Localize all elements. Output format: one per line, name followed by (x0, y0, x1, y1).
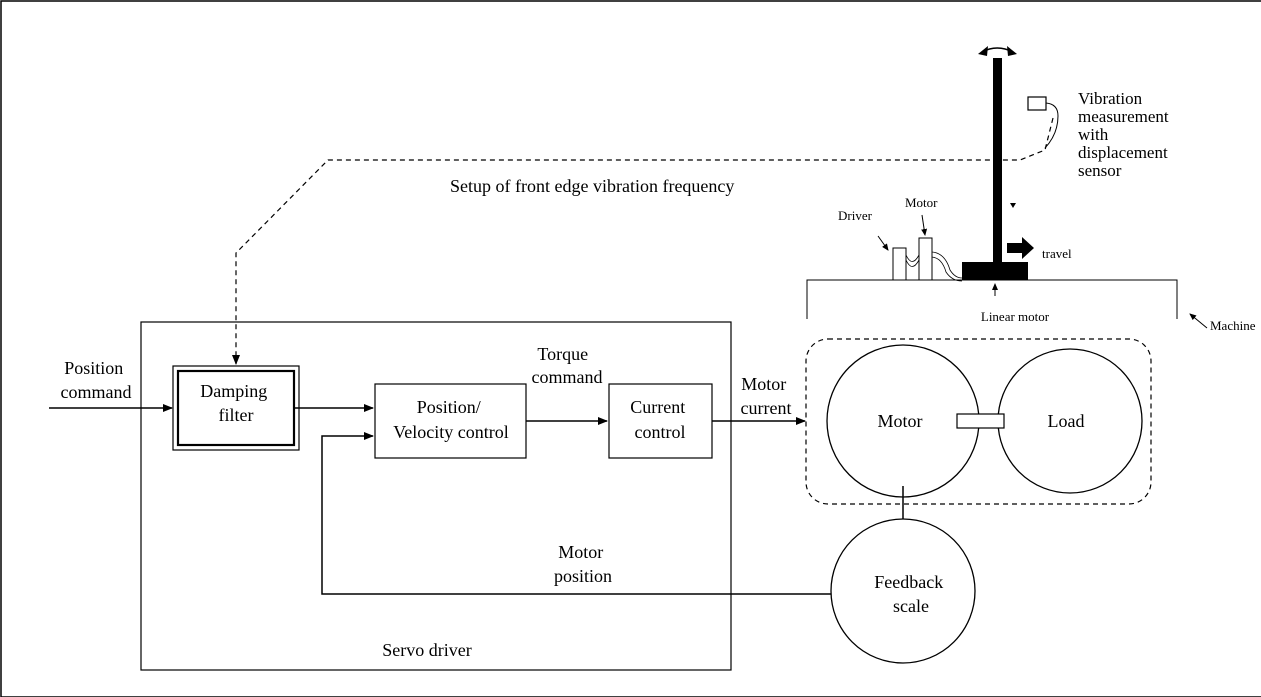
machine-motor-label: Motor (905, 195, 938, 210)
motor-label: Motor (878, 411, 923, 431)
linear-motor-label: Linear motor (981, 309, 1050, 324)
current-control-box (608, 383, 713, 459)
setup-vibration-label: Setup of front edge vibration frequency (450, 176, 734, 196)
motor-pointer (921, 214, 928, 236)
vibration-setup-dashed-line (232, 117, 1054, 365)
travel-label: travel (1042, 246, 1072, 261)
small-arrow-marker (1010, 203, 1016, 208)
displacement-sensor-icon (1027, 96, 1047, 111)
motor-position-feedback-line (321, 432, 831, 595)
load-label: Load (1048, 411, 1085, 431)
servo-driver-box (140, 321, 732, 671)
machine-base (806, 279, 1178, 319)
shaft (956, 413, 1005, 429)
travel-arrow-icon (1007, 237, 1034, 259)
motor-cable (931, 251, 963, 282)
sensor-cable (1044, 102, 1059, 149)
motor-load-dashed-box (805, 338, 1152, 505)
machine-label: Machine (1210, 318, 1256, 333)
servo-driver-label: Servo driver (382, 640, 471, 660)
position-velocity-control-label: Position/ Velocity control (393, 397, 508, 442)
driver-motor-cable (905, 254, 920, 267)
machine-motor-icon (918, 237, 933, 281)
damping-filter-label: Damping filter (200, 381, 272, 425)
motor-position-label: Motor position (554, 542, 612, 586)
current-control-label: Current control (630, 397, 689, 442)
position-command-label: Position command (61, 358, 132, 402)
position-velocity-control-box (374, 383, 527, 459)
damping-filter-box (176, 369, 296, 447)
vibration-measurement-label: Vibration measurement with displacement … (1078, 89, 1173, 180)
swing-arrowhead-right (1007, 46, 1017, 56)
swing-arrowhead-left (978, 46, 988, 56)
driver-label: Driver (838, 208, 873, 223)
vibrating-arm (993, 58, 1002, 263)
machine-driver-icon (892, 247, 907, 281)
feedback-scale-circle (830, 518, 976, 664)
torque-command-label: Torque command (532, 344, 603, 387)
feedback-scale-label: Feedback scale (874, 572, 947, 616)
driver-pointer (877, 235, 889, 251)
motor-current-label: Motor current (741, 374, 792, 418)
linear-motor-carriage (962, 262, 1028, 280)
machine-pointer (1189, 313, 1208, 329)
